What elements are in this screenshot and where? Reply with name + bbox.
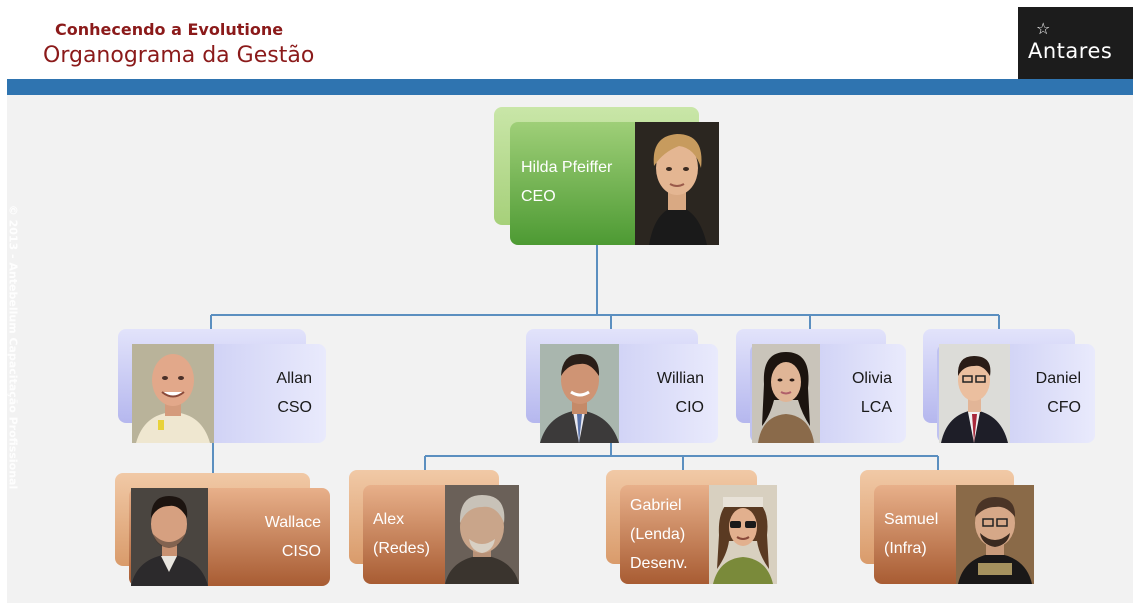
lca-photo: [752, 344, 820, 443]
cso-photo: [132, 344, 214, 443]
infra-name: Samuel: [884, 511, 939, 528]
cio-photo: [540, 344, 619, 443]
slide-title: Organograma da Gestão: [43, 43, 315, 68]
redes-name: Alex: [373, 511, 405, 528]
cfo-role: CFO: [1047, 399, 1081, 416]
header: Conhecendo a Evolutione Organograma da G…: [7, 7, 1133, 79]
cso-name: Allan: [276, 370, 312, 387]
cso-role: CSO: [277, 399, 312, 416]
ceo-role: CEO: [521, 188, 556, 205]
org-card-lca[interactable]: Olivia LCA: [736, 329, 906, 443]
org-card-redes[interactable]: Alex (Redes): [349, 470, 519, 584]
slide-subtitle: Conhecendo a Evolutione: [55, 20, 284, 39]
lenda-team: Desenv.: [630, 555, 688, 572]
redes-photo: [445, 485, 519, 584]
ceo-photo: [635, 122, 719, 245]
ciso-role: CISO: [281, 543, 321, 560]
org-card-cfo[interactable]: Daniel CFO: [923, 329, 1095, 443]
org-card-cio[interactable]: Willian CIO: [526, 329, 718, 443]
lenda-photo: [709, 485, 777, 584]
lenda-name: Gabriel: [630, 497, 682, 514]
org-connectors: [210, 245, 1000, 473]
ciso-photo: [131, 488, 208, 586]
infra-photo: [956, 485, 1034, 584]
antares-logo: ☆ Antares: [1018, 7, 1133, 79]
org-card-infra[interactable]: Samuel (Infra): [860, 470, 1034, 584]
star-icon: ☆: [1036, 19, 1051, 38]
org-card-ciso[interactable]: Wallace CISO: [115, 473, 330, 586]
lca-name: Olivia: [851, 370, 892, 387]
lca-role: LCA: [860, 399, 892, 416]
ceo-name: Hilda Pfeiffer: [521, 159, 613, 176]
infra-role: (Infra): [884, 540, 927, 557]
logo-text: Antares: [1028, 39, 1113, 63]
org-card-ceo[interactable]: Hilda Pfeiffer CEO: [494, 107, 719, 245]
lenda-role: (Lenda): [630, 526, 686, 543]
cfo-name: Daniel: [1035, 370, 1081, 387]
cio-name: Willian: [656, 370, 704, 387]
slide: Conhecendo a Evolutione Organograma da G…: [7, 7, 1133, 603]
cio-role: CIO: [675, 399, 704, 416]
header-divider-bar: [7, 79, 1133, 95]
redes-role: (Redes): [373, 540, 430, 557]
org-card-lenda[interactable]: Gabriel (Lenda) Desenv.: [606, 470, 777, 584]
ciso-name: Wallace: [264, 514, 321, 531]
org-card-cso[interactable]: Allan CSO: [118, 329, 326, 443]
cfo-photo: [939, 344, 1010, 443]
